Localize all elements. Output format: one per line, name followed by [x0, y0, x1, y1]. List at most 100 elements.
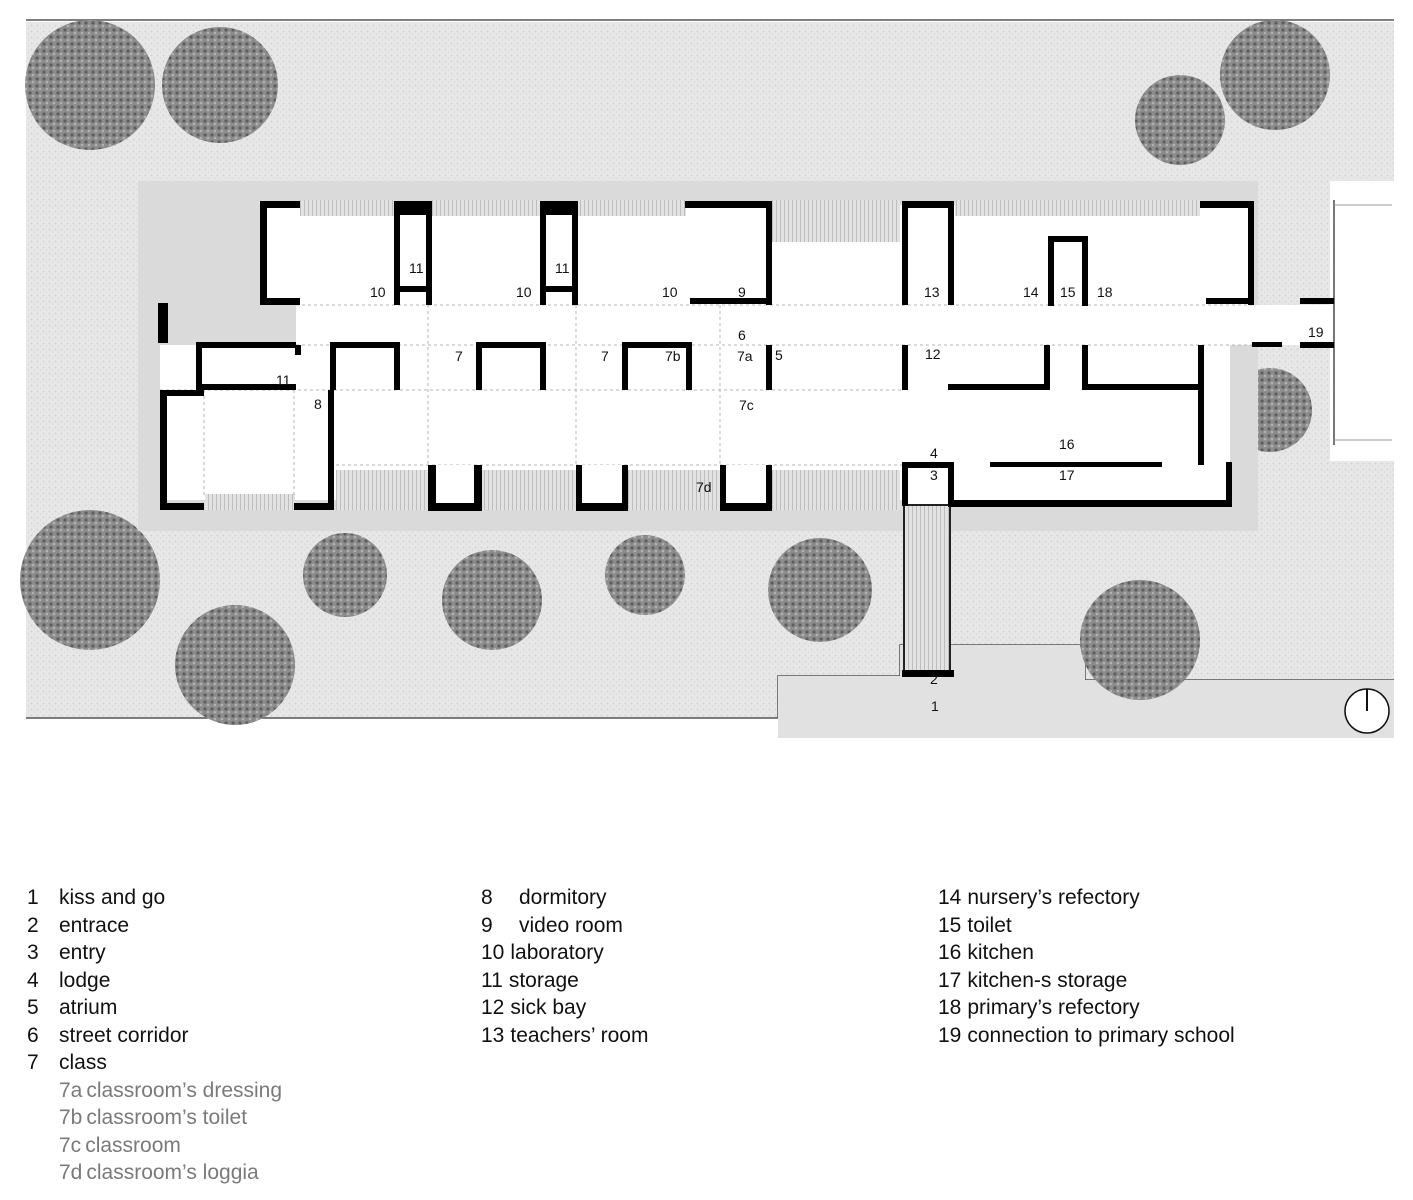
room-label: 10 [370, 284, 386, 300]
legend-item: 3 entry [27, 939, 282, 967]
legend-number: 5 [27, 996, 39, 1019]
room-label: 16 [1059, 436, 1075, 452]
room-label: 7a [737, 348, 753, 364]
room-labels: 1 2 3 4 5 6 7 7 7a 7b 7c 7d 8 9 10 10 10… [276, 260, 1324, 714]
legend-text: classroom’s dressing [86, 1078, 283, 1102]
room-label: 8 [314, 396, 322, 412]
tree [303, 533, 387, 617]
subdivision-lines [160, 304, 1252, 495]
tree [442, 550, 542, 650]
legend-text: class [59, 1051, 107, 1074]
room-label: 1 [931, 698, 939, 714]
legend-text: atrium [59, 996, 118, 1019]
primary-connection [1252, 181, 1394, 461]
legend-text: laboratory [510, 941, 604, 964]
legend-text: connection to primary school [967, 1023, 1235, 1047]
legend-number: 16 [938, 941, 962, 964]
entrance-bridge [903, 504, 951, 676]
floor-plan: 1 2 3 4 5 6 7 7 7a 7b 7c 7d 8 9 10 10 10… [20, 19, 1394, 738]
legend-number: 11 [481, 968, 503, 992]
room-label: 13 [924, 284, 940, 300]
room-label: 7c [739, 397, 754, 413]
room-label: 11 [409, 260, 424, 276]
legend-text: entrace [59, 913, 130, 937]
legend-number: 7c [59, 1133, 82, 1157]
room-label: 15 [1060, 284, 1076, 300]
legend-item: 2 entrace [27, 912, 282, 940]
legend-number: 17 [938, 968, 962, 992]
legend-number: 7b [59, 1106, 83, 1129]
legend-number: 4 [27, 968, 39, 992]
room-label: 7d [696, 479, 712, 495]
tree [175, 605, 295, 725]
room-label: 7 [455, 348, 463, 364]
legend-number: 6 [27, 1023, 39, 1047]
legend-text: video room [519, 913, 623, 937]
legend-text: classroom [85, 1133, 181, 1157]
tree [25, 20, 155, 150]
legend-number: 3 [27, 941, 39, 964]
room-label: 17 [1059, 467, 1075, 483]
legend-item: 5 atrium [27, 994, 282, 1022]
legend-text: kitchen [967, 941, 1034, 964]
tree [605, 535, 685, 615]
room-label: 2 [930, 671, 938, 687]
legend-text: toilet [967, 913, 1012, 937]
tree [1080, 580, 1200, 700]
room-label: 19 [1308, 324, 1324, 340]
legend-text: primary’s refectory [967, 996, 1140, 1019]
legend-number: 13 [481, 1023, 505, 1047]
legend-number: 7a [59, 1078, 83, 1102]
tree [162, 27, 278, 143]
legend-number: 2 [27, 913, 39, 937]
room-label: 11 [555, 260, 570, 276]
legend-text: nursery’s refectory [967, 886, 1140, 909]
legend-number: 12 [481, 996, 505, 1019]
tree [1220, 20, 1330, 130]
room-label: 10 [662, 284, 678, 300]
legend-text: storage [508, 968, 579, 992]
legend-text: entry [59, 941, 106, 964]
legend-text: street corridor [59, 1023, 189, 1047]
room-label: 11 [276, 372, 291, 388]
room-label: 6 [738, 327, 746, 343]
legend-number: 10 [481, 941, 505, 964]
tree [1135, 75, 1225, 165]
room-label: 10 [516, 284, 532, 300]
legend-number: 18 [938, 996, 962, 1019]
room-label: 4 [930, 445, 938, 461]
legend-text: kiss and go [59, 886, 166, 909]
north-arrow-icon [1344, 688, 1390, 734]
legend-text: sick bay [510, 996, 587, 1019]
legend-item: 7 class [27, 1049, 282, 1077]
legend-text: teachers’ room [510, 1023, 649, 1047]
legend-text: dormitory [519, 886, 607, 909]
room-label: 18 [1097, 284, 1113, 300]
room-label: 7 [601, 348, 609, 364]
room-label: 14 [1023, 284, 1039, 300]
room-label: 7b [665, 348, 681, 364]
legend-text: classroom’s loggia [86, 1161, 259, 1184]
legend-number: 19 [938, 1023, 962, 1047]
tree [768, 538, 872, 642]
room-label: 9 [738, 284, 746, 300]
loggias [205, 200, 1200, 510]
tree [20, 510, 160, 650]
legend-number: 7 [27, 1051, 39, 1074]
room-label: 5 [775, 347, 783, 363]
